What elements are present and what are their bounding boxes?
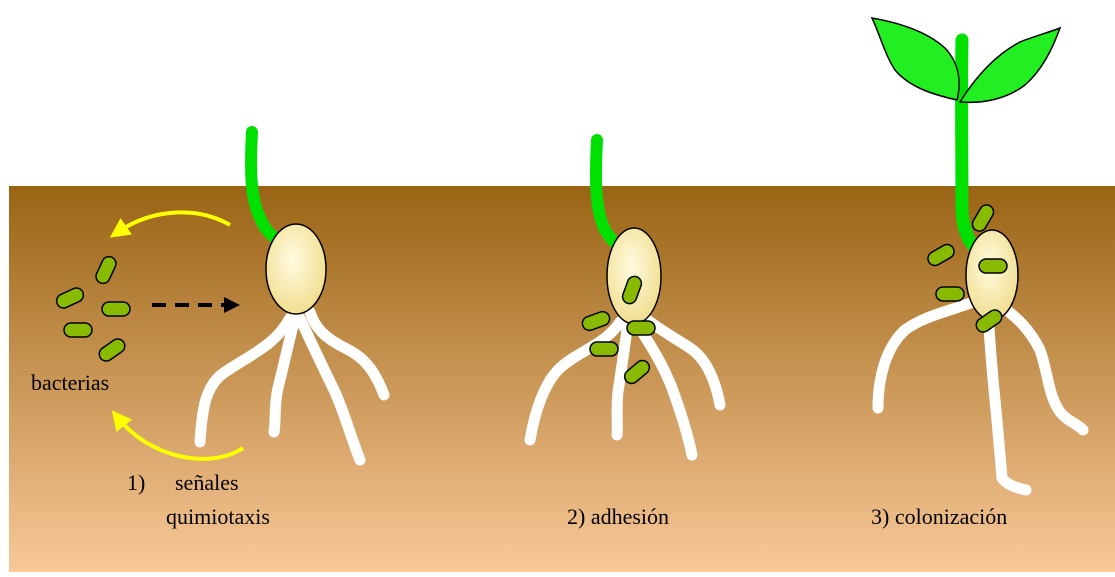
bacterium [627,321,655,335]
seed-stage-1 [266,224,326,314]
bacterium [979,259,1007,273]
bacterium [102,302,130,316]
bacterium [64,323,92,337]
bacterium [936,287,964,301]
label-stage1-line2: quimiotaxis [166,504,270,529]
leaf-right [960,28,1060,102]
label-stage2: 2) adhesión [567,504,669,529]
seed-stage-3 [966,230,1018,320]
label-stage1-number: 1) [127,470,145,495]
leaf-left [872,18,959,100]
label-bacterias: bacterias [31,370,109,395]
label-stage1-line1: señales [175,470,239,495]
label-stage3: 3) colonización [871,504,1007,529]
bacterium [590,342,618,356]
